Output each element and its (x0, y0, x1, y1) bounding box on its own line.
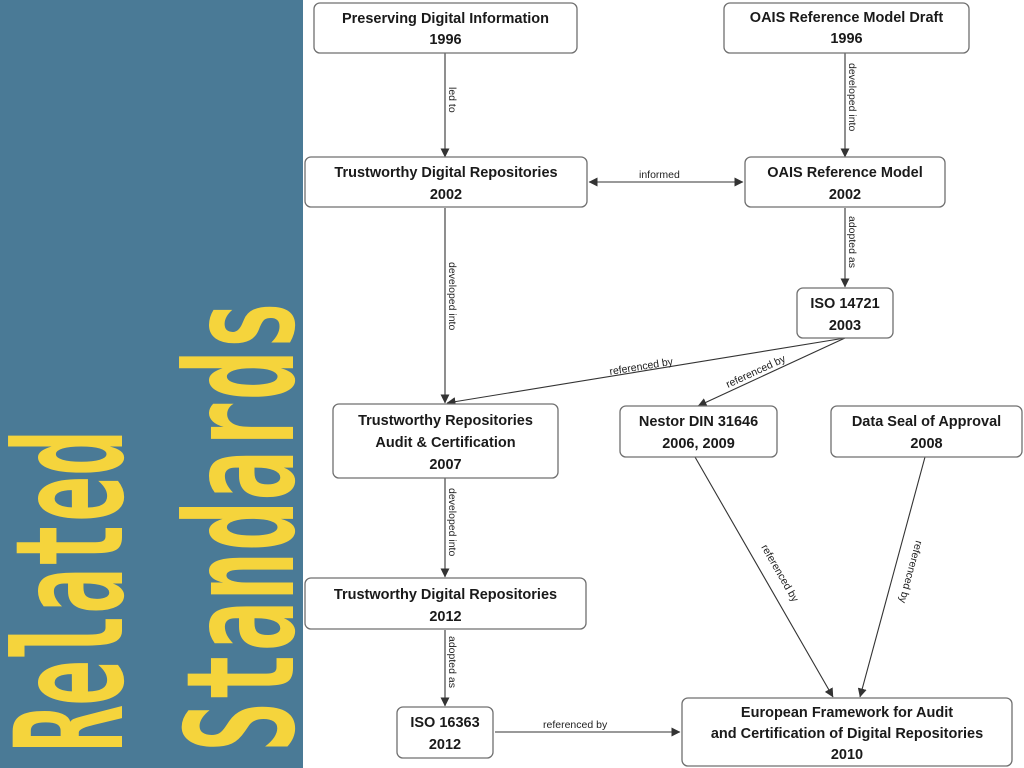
edge-trac-to-tdr2012: developed into (440, 478, 458, 578)
svg-text:2006, 2009: 2006, 2009 (662, 436, 735, 452)
edge-label-referenced-by: referenced by (609, 356, 675, 378)
edge-draft-to-oais: developed into (840, 53, 858, 158)
svg-text:2008: 2008 (910, 436, 942, 452)
svg-text:2007: 2007 (429, 457, 461, 473)
node-iso-14721: ISO 14721 2003 (796, 287, 894, 339)
edge-iso14721-to-trac: referenced by (446, 337, 846, 407)
edge-dsa-to-eframework: referenced by (857, 456, 926, 698)
node-oais-reference-model-draft: OAIS Reference Model Draft 1996 (723, 2, 970, 54)
svg-text:Trustworthy Repositories: Trustworthy Repositories (358, 413, 533, 429)
edge-tdr2002-oais: informed (588, 169, 744, 187)
node-preserving-digital-information: Preserving Digital Information 1996 (313, 2, 578, 54)
node-nestor-din-31646: Nestor DIN 31646 2006, 2009 (619, 405, 778, 458)
edge-iso16363-to-eframework: referenced by (495, 719, 681, 737)
svg-text:2002: 2002 (430, 187, 462, 203)
edge-tdr2002-to-trac: developed into (440, 208, 458, 404)
svg-text:OAIS Reference Model: OAIS Reference Model (767, 165, 923, 181)
svg-text:ISO 14721: ISO 14721 (810, 296, 879, 312)
svg-text:2002: 2002 (829, 187, 861, 203)
edge-label-referenced-by: referenced by (724, 353, 788, 391)
svg-text:Nestor DIN 31646: Nestor DIN 31646 (639, 414, 758, 430)
edge-label-developed-into: developed into (846, 63, 858, 131)
svg-text:European Framework for Audit: European Framework for Audit (741, 705, 953, 721)
node-data-seal-of-approval: Data Seal of Approval 2008 (830, 405, 1023, 458)
svg-text:OAIS Reference Model Draft: OAIS Reference Model Draft (750, 10, 944, 26)
title-sidebar: Related Standards (0, 0, 303, 768)
edge-label-developed-into: developed into (446, 488, 458, 556)
standards-relationship-diagram: led to developed into informed adopted a… (304, 2, 1023, 767)
edge-label-referenced-by: referenced by (543, 719, 608, 731)
node-trustworthy-digital-repositories-2002: Trustworthy Digital Repositories 2002 (304, 156, 588, 208)
edge-oais-to-iso14721: adopted as (840, 208, 858, 288)
svg-text:2012: 2012 (429, 737, 461, 753)
edge-pdi-to-tdr2002: led to (440, 53, 458, 158)
edge-label-led-to: led to (446, 87, 458, 113)
svg-text:Audit & Certification: Audit & Certification (375, 435, 515, 451)
node-trustworthy-repositories-audit-certification: Trustworthy Repositories Audit & Certifi… (332, 403, 559, 479)
svg-text:2012: 2012 (429, 609, 461, 625)
title-line-standards: Standards (155, 300, 303, 752)
node-trustworthy-digital-repositories-2012: Trustworthy Digital Repositories 2012 (304, 577, 587, 630)
edge-tdr2012-to-iso16363: adopted as (440, 630, 458, 707)
edge-label-referenced-by: referenced by (758, 543, 801, 605)
edge-label-adopted-as: adopted as (846, 216, 858, 268)
edge-label-informed: informed (639, 169, 680, 181)
edge-label-developed-into: developed into (446, 262, 458, 330)
title-line-related: Related (0, 430, 158, 752)
svg-text:Trustworthy Digital Repositori: Trustworthy Digital Repositories (334, 587, 557, 603)
node-iso-16363: ISO 16363 2012 (396, 706, 494, 759)
node-european-framework: European Framework for Audit and Certifi… (681, 697, 1013, 767)
slide-title: Related Standards (0, 300, 303, 752)
svg-text:Data Seal of Approval: Data Seal of Approval (852, 414, 1001, 430)
svg-text:and Certification of Digital R: and Certification of Digital Repositorie… (711, 726, 983, 742)
svg-text:2003: 2003 (829, 318, 861, 334)
svg-text:Preserving Digital Information: Preserving Digital Information (342, 11, 549, 27)
svg-text:1996: 1996 (830, 31, 862, 47)
svg-text:2010: 2010 (831, 747, 863, 763)
edge-iso14721-to-nestor: referenced by (697, 337, 846, 407)
svg-text:ISO 16363: ISO 16363 (410, 715, 479, 731)
edge-label-adopted-as: adopted as (446, 636, 458, 688)
svg-text:1996: 1996 (429, 32, 461, 48)
node-oais-reference-model-2002: OAIS Reference Model 2002 (744, 156, 946, 208)
edge-nestor-to-eframework: referenced by (694, 456, 834, 698)
svg-text:Trustworthy Digital Repositori: Trustworthy Digital Repositories (334, 165, 557, 181)
